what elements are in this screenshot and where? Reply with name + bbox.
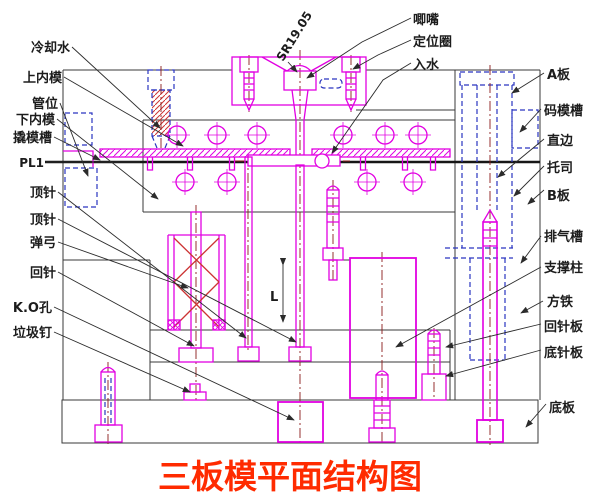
label-clamp-slot: 码模槽: [544, 103, 583, 119]
ejector-pins: [178, 156, 312, 363]
pipe-pocket-upper: [64, 112, 93, 146]
label-shoulder-bush: 托司: [547, 160, 573, 176]
label-spacer-block: 方铁: [547, 294, 573, 310]
label-parting-line: PL1: [19, 156, 44, 170]
right-labels: A板 码模槽 直边 托司 B板 排气槽 支撑柱 方铁 回针板 底针板 底板: [543, 67, 584, 416]
sprue-assembly: [231, 56, 367, 157]
label-pipe-position: 管位: [32, 96, 58, 112]
label-bottom-pin-plate: 底针板: [544, 345, 584, 361]
label-sphere-radius: SR19.05: [274, 9, 315, 64]
label-bottom-plate: 底板: [549, 400, 576, 416]
label-ko-hole: K.O孔: [13, 301, 52, 316]
label-spring: 弹弓: [30, 235, 56, 251]
label-stop-pin: 垃圾钉: [13, 325, 52, 341]
label-locating-ring: 定位圈: [412, 34, 452, 50]
support-pillar: [349, 257, 417, 443]
mold-parts: [63, 56, 504, 443]
stop-pin: [183, 383, 207, 401]
diagram-title: 三板模平面结构图: [158, 457, 422, 496]
left-labels: 冷却水 上内模 管位 下内模 撬模槽 PL1 顶针 顶针 弹弓 回针 K.O孔 …: [13, 40, 71, 341]
label-straight-edge: 直边: [547, 133, 574, 149]
label-water-inlet: 入水: [413, 57, 440, 73]
label-upper-insert: 上内模: [23, 70, 63, 86]
guide-pillar: [476, 208, 504, 443]
pipe-pocket-lower: [64, 167, 98, 208]
vent-slot: [319, 78, 343, 89]
bottom-bolt: [94, 366, 123, 443]
molded-part-band: [63, 148, 451, 171]
label-support-pillar: 支撑柱: [543, 260, 583, 276]
leader-lines: [46, 17, 547, 428]
shoulder-screw: [322, 185, 344, 281]
sprue-sphere: [286, 64, 312, 72]
gate-ball: [314, 153, 330, 169]
ko-hole: [277, 401, 324, 443]
label-lower-insert: 下内模: [16, 112, 56, 128]
plate-outlines: [61, 69, 541, 444]
label-vent-slot: 排气槽: [544, 229, 583, 245]
clamp-slot-pocket: [511, 109, 539, 149]
label-sprue-bushing: 唧嘴: [413, 12, 439, 28]
label-a-plate: A板: [547, 67, 571, 83]
label-ejector-pin-2: 顶针: [30, 212, 56, 228]
dimension-L: L: [270, 257, 287, 323]
dimension-label: L: [270, 290, 278, 305]
label-ejector-pin-1: 顶针: [30, 185, 56, 201]
guide-bush-hidden: [445, 71, 539, 361]
label-cooling-water: 冷却水: [31, 40, 71, 56]
label-return-pin: 回针: [30, 265, 56, 281]
label-pry-slot: 撬模槽: [13, 130, 52, 146]
label-return-pin-plate: 回针板: [544, 319, 584, 335]
return-plate-bolt: [421, 329, 447, 401]
spring: [167, 234, 226, 331]
label-b-plate: B板: [547, 188, 571, 204]
